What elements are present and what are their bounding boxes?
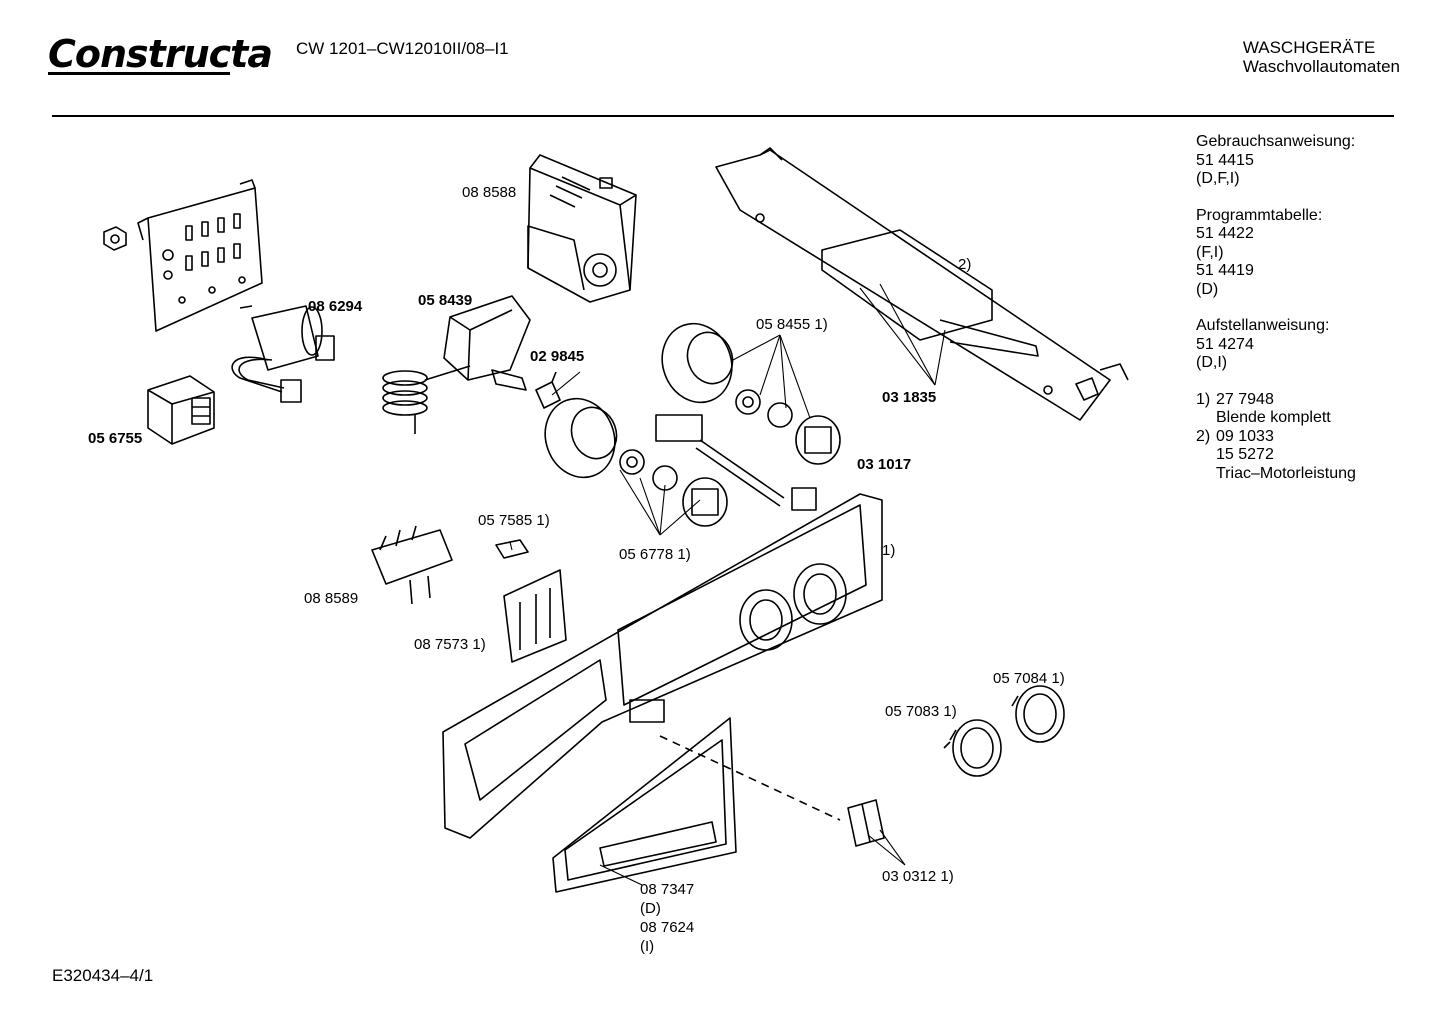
part-label-087347: 08 7347 — [640, 881, 695, 898]
terminal-block-part — [371, 525, 453, 605]
part-label-088588: 08 8588 — [462, 184, 517, 201]
aufstell-languages: (D,I) — [1196, 354, 1228, 371]
part-label-056755: 05 6755 — [88, 430, 143, 447]
category-subtitle: Waschvollautomaten — [1242, 57, 1400, 76]
leader-lines — [509, 283, 946, 886]
programm-number-2: 51 4419 — [1196, 262, 1254, 279]
triac-bracket-part — [715, 147, 1129, 421]
cable-harness-part — [655, 414, 817, 511]
lamp-part-a — [943, 719, 1002, 777]
part-label-note-1: 1) — [882, 542, 896, 559]
side-notes: Gebrauchsanweisung: 51 4415 (D,F,I) Prog… — [1196, 133, 1356, 483]
footnote-2-number-1: 09 1033 — [1216, 427, 1274, 445]
push-switch-part — [847, 799, 885, 847]
knob-set-lower — [544, 397, 728, 527]
part-label-057084: 05 7084 1) — [993, 670, 1065, 687]
selector-switch-part — [382, 295, 531, 434]
aufstell-number: 51 4274 — [1196, 335, 1254, 353]
aufstell-title: Aufstellanweisung: — [1196, 317, 1330, 334]
gebrauch-number: 51 4415 — [1196, 151, 1254, 169]
footnote-1-marker: 1) — [1196, 390, 1211, 408]
programm-number-1: 51 4422 — [1196, 225, 1254, 242]
part-label-057585: 05 7585 1) — [478, 512, 550, 529]
nut-part — [103, 226, 127, 251]
footnote-1-number: 27 7948 — [1216, 390, 1274, 408]
category-block: WASCHGERÄTE Waschvollautomaten — [1243, 38, 1400, 76]
part-label-088589: 08 8589 — [304, 590, 359, 607]
part-label-087624-lang: (I) — [640, 938, 655, 955]
gebrauch-languages: (D,F,I) — [1196, 170, 1240, 187]
control-panel-frame — [442, 493, 883, 839]
clip-part — [495, 539, 529, 559]
part-label-031017: 03 1017 — [857, 456, 912, 473]
part-label-087573: 08 7573 1) — [414, 636, 486, 653]
footnote-2: 2) 09 1033 — [1196, 428, 1356, 447]
part-label-058455: 05 8455 1) — [756, 316, 828, 333]
switch-block-part — [503, 569, 567, 663]
part-label-029845: 02 9845 — [530, 348, 585, 365]
drawing-id: E320434–4/1 — [52, 966, 154, 985]
header-divider — [52, 115, 1394, 117]
part-label-note-2: 2) — [958, 256, 972, 273]
part-label-086294: 08 6294 — [308, 298, 363, 315]
programm-languages-1: (F,I) — [1196, 243, 1224, 261]
model-number: CW 1201–CW12010II/08–I1 — [296, 39, 509, 58]
footnote-2-number-2: 15 5272 — [1216, 446, 1274, 463]
part-label-058439: 05 8439 — [418, 292, 473, 309]
brand-logo: Constructa — [48, 32, 273, 76]
drawer-panel-part — [552, 717, 841, 893]
terminal-board-part — [137, 179, 263, 332]
knob-set-upper — [661, 322, 841, 465]
program-timer-part — [527, 154, 637, 303]
footnote-1-description: Blende komplett — [1216, 409, 1331, 426]
part-label-031835: 03 1835 — [882, 389, 937, 406]
footnote-1: 1) 27 7948 — [1196, 391, 1356, 410]
coupling-part — [535, 371, 561, 409]
category-title: WASCHGERÄTE — [1242, 38, 1376, 57]
footnote-2-marker: 2) — [1196, 427, 1211, 445]
logo-underline — [48, 72, 230, 75]
programm-languages-2: (D) — [1196, 280, 1219, 298]
programm-title: Programmtabelle: — [1196, 206, 1323, 224]
part-label-057083: 05 7083 1) — [885, 703, 957, 720]
footnote-2-description: Triac–Motorleistung — [1216, 464, 1356, 482]
part-label-056778: 05 6778 1) — [619, 546, 691, 563]
lamp-part-b — [1011, 685, 1065, 743]
part-label-030312: 03 0312 1) — [882, 868, 954, 885]
part-label-drawer: 08 7347 (D) 08 7624 (I) — [640, 880, 694, 956]
capacitor-part — [231, 305, 335, 403]
gebrauch-title: Gebrauchsanweisung: — [1196, 133, 1356, 150]
part-label-087624: 08 7624 — [640, 919, 695, 936]
transformer-part — [147, 375, 215, 445]
part-label-087347-lang: (D) — [640, 900, 661, 917]
